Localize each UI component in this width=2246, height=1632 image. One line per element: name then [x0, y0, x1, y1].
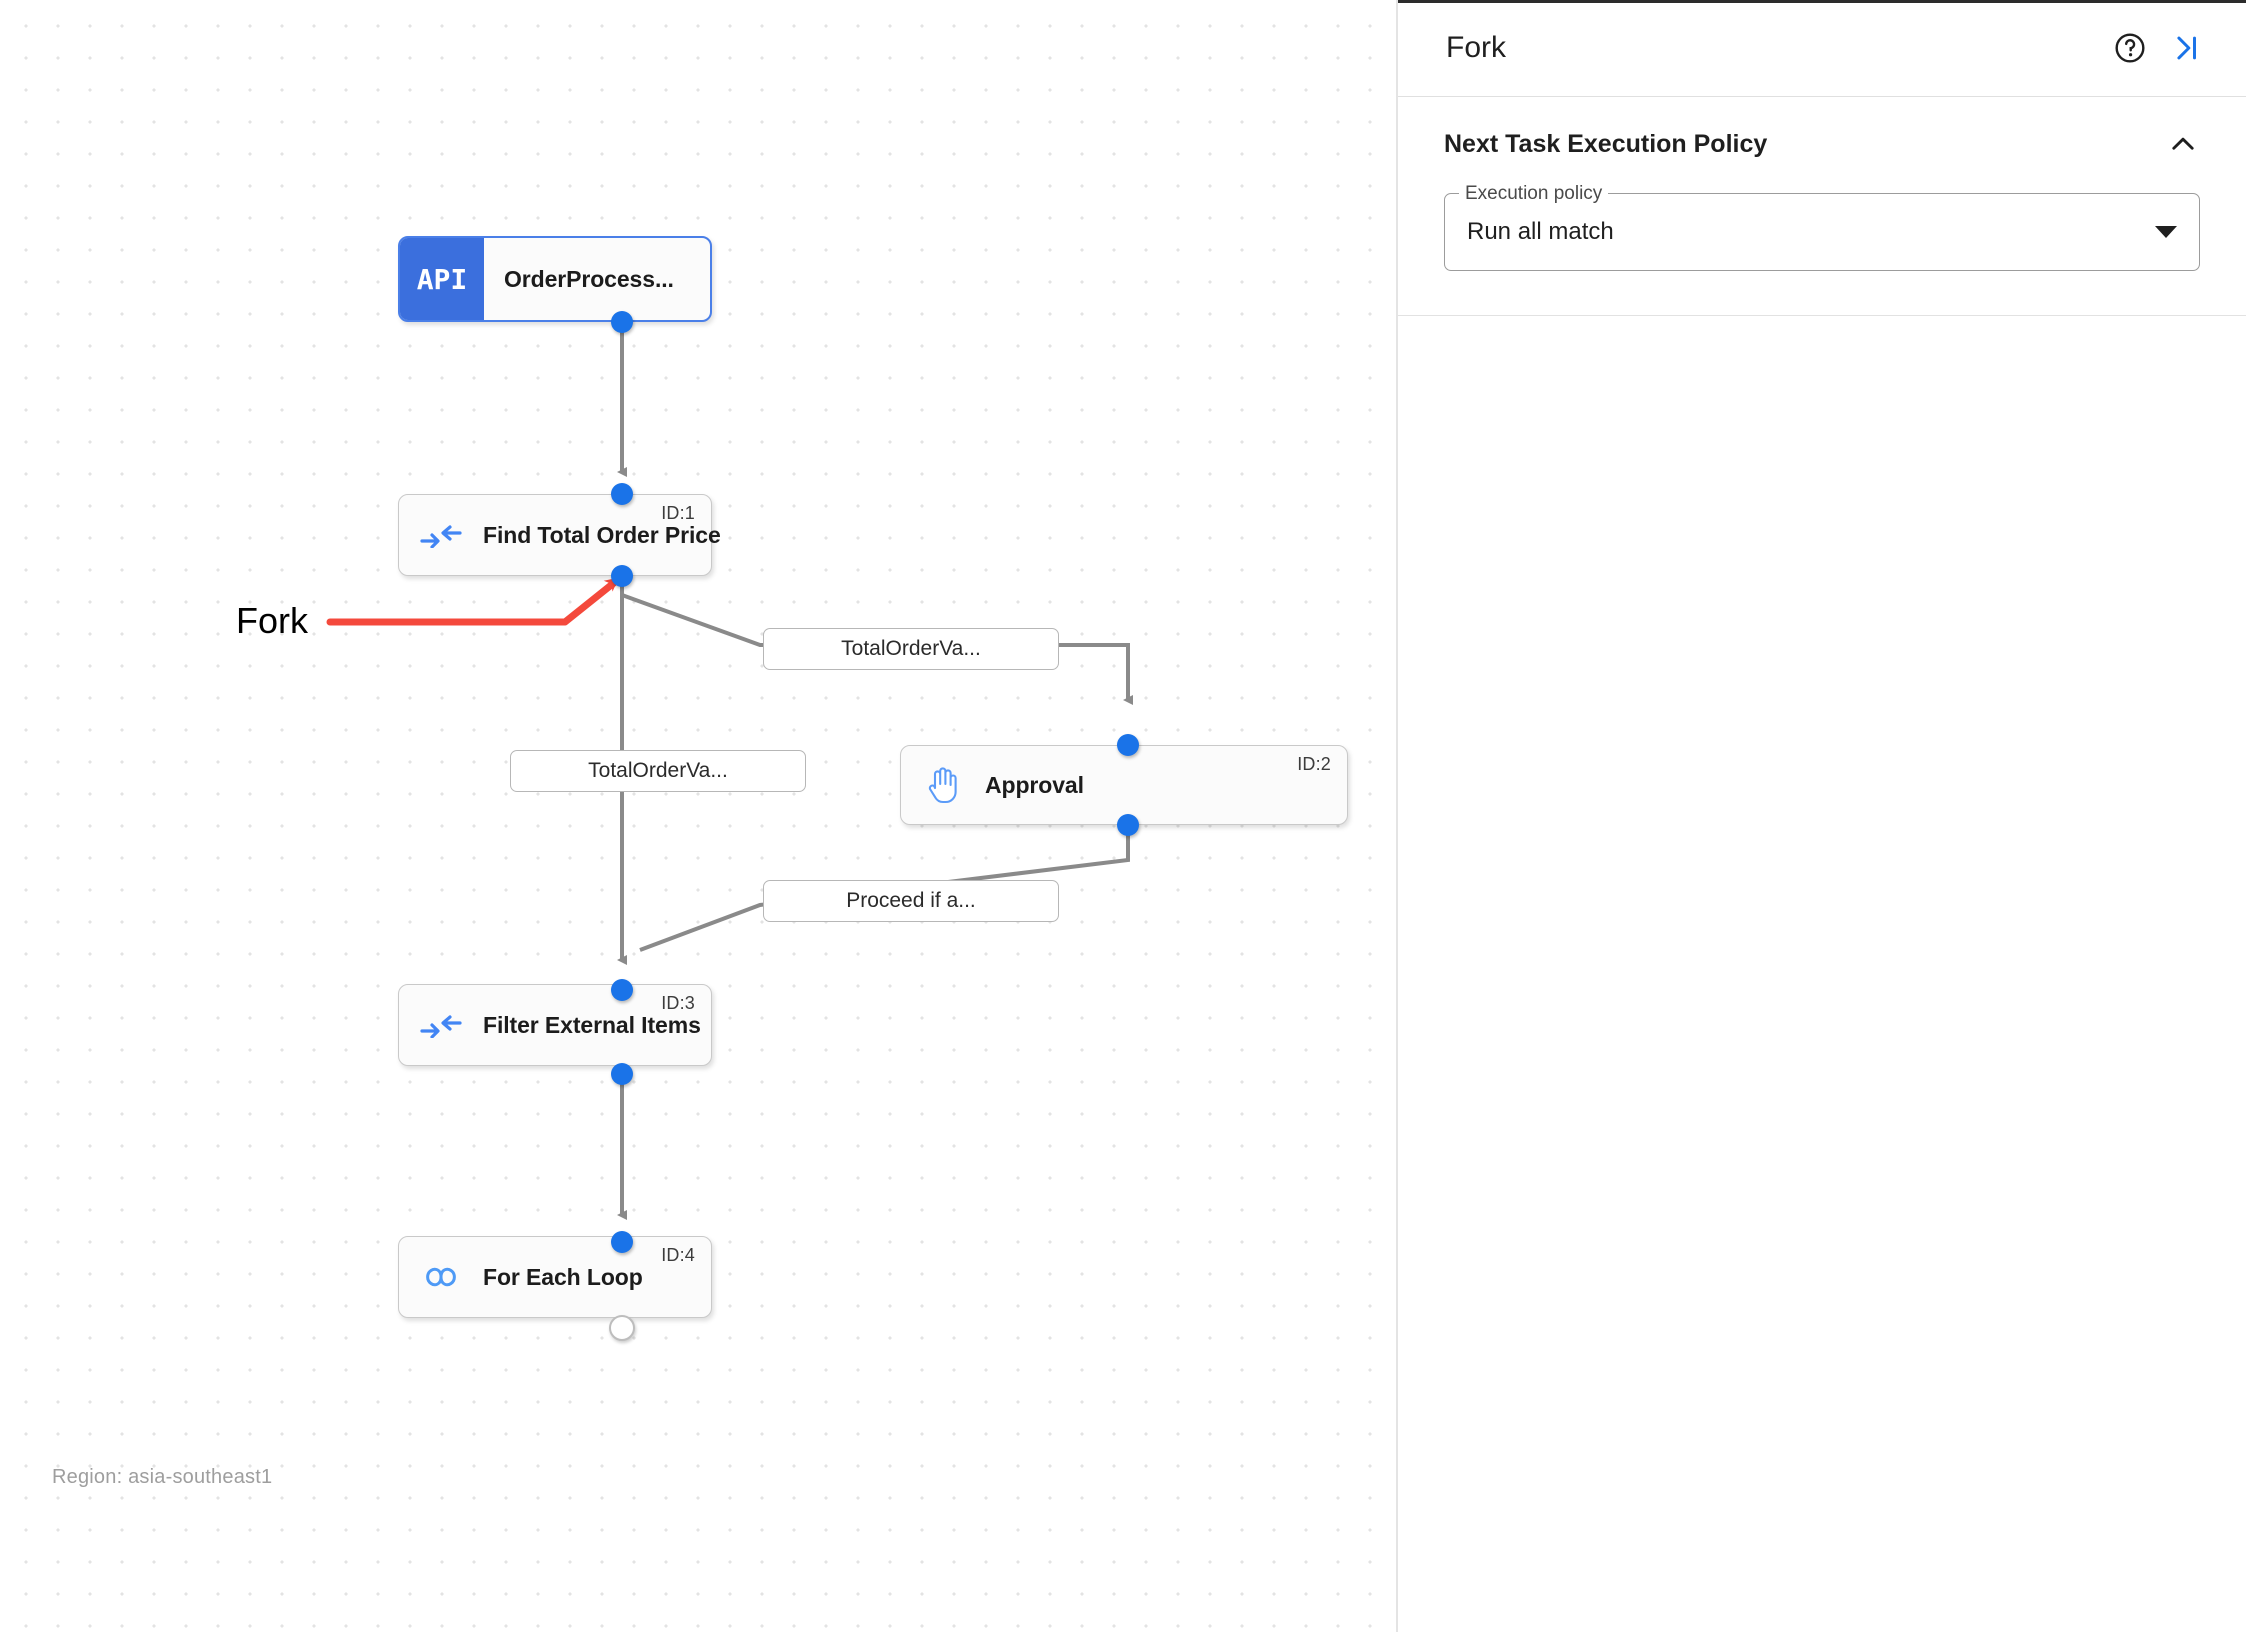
execution-policy-legend: Execution policy [1459, 183, 1609, 205]
port-task-1-in[interactable] [611, 483, 633, 505]
chevron-down-icon[interactable] [2155, 226, 2177, 238]
chevron-up-icon[interactable] [2166, 127, 2200, 161]
execution-policy-value: Run all match [1467, 218, 1614, 245]
merge-icon [399, 522, 483, 548]
next-task-execution-policy-section: Next Task Execution Policy Execution pol… [1398, 97, 2246, 316]
port-task-4-out[interactable] [609, 1315, 635, 1341]
node-task-1[interactable]: Find Total Order Price ID:1 [398, 494, 721, 576]
panel-title: Fork [1446, 31, 1506, 64]
api-icon: API [400, 238, 484, 320]
execution-policy-select[interactable]: Execution policy Run all match [1444, 183, 2200, 271]
node-task-1-label: Find Total Order Price [483, 521, 721, 548]
help-circle-icon[interactable] [2106, 24, 2154, 72]
port-trigger-out[interactable] [611, 311, 633, 333]
node-task-1-id: ID:1 [661, 503, 695, 523]
port-task-4-in[interactable] [611, 1231, 633, 1253]
collapse-panel-right-icon[interactable] [2162, 24, 2210, 72]
port-task-3-out[interactable] [611, 1063, 633, 1085]
edge-label-3[interactable]: Proceed if a... [763, 880, 1059, 922]
node-trigger[interactable]: API OrderProcess... [398, 236, 712, 322]
annotation-label-fork: Fork [236, 600, 308, 641]
edge-label-1-text: TotalOrderVa... [841, 637, 981, 660]
edge-label-1[interactable]: TotalOrderVa... [763, 628, 1059, 670]
node-task-4-label: For Each Loop [483, 1263, 643, 1290]
section-header[interactable]: Next Task Execution Policy [1444, 127, 2200, 161]
port-task-3-in[interactable] [611, 979, 633, 1001]
panel-header: Fork [1398, 0, 2246, 97]
merge-icon [399, 1012, 483, 1038]
hand-icon [901, 766, 985, 804]
node-task-2-id: ID:2 [1297, 754, 1331, 774]
port-task-1-out[interactable] [611, 565, 633, 587]
edge-label-2-text: TotalOrderVa... [588, 759, 728, 782]
canvas-panel-divider [1396, 0, 1398, 1632]
edge-label-3-text: Proceed if a... [846, 889, 976, 912]
loop-icon [399, 1264, 483, 1290]
node-task-4-id: ID:4 [661, 1245, 695, 1265]
node-task-3-id: ID:3 [661, 993, 695, 1013]
details-panel: Fork Next Task Execution Policy [1398, 0, 2246, 1632]
panel-top-rule [1398, 0, 2246, 3]
port-task-2-out[interactable] [1117, 814, 1139, 836]
section-title: Next Task Execution Policy [1444, 129, 1768, 158]
node-task-3-label: Filter External Items [483, 1011, 701, 1038]
node-task-4[interactable]: For Each Loop ID:4 [398, 1236, 712, 1318]
port-task-2-in[interactable] [1117, 734, 1139, 756]
region-text: Region: asia-southeast1 [52, 1466, 273, 1488]
node-task-3[interactable]: Filter External Items ID:3 [398, 984, 712, 1066]
edge-label-2[interactable]: TotalOrderVa... [510, 750, 806, 792]
node-trigger-label: OrderProcess... [504, 265, 674, 292]
node-task-2[interactable]: Approval ID:2 [900, 745, 1348, 825]
node-task-2-label: Approval [985, 771, 1084, 798]
workflow-canvas[interactable]: API OrderProcess... Find Total Order Pri… [0, 0, 1396, 1632]
